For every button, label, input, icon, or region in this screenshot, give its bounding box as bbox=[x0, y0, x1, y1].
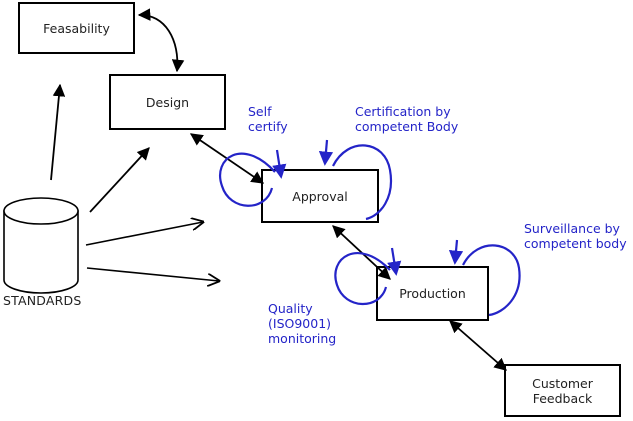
node-shape-approval[interactable] bbox=[261, 169, 379, 223]
node-shape-feasability[interactable] bbox=[18, 2, 135, 54]
annotation-quality-iso9001-monitoring: Quality (ISO9001) monitoring bbox=[268, 301, 337, 346]
connector-standards-to-design[interactable] bbox=[89, 147, 150, 213]
certification-arrowhead bbox=[318, 139, 334, 166]
connector-design-to-feasability[interactable] bbox=[137, 8, 185, 73]
node-shape-standards-cylinder[interactable] bbox=[3, 197, 79, 294]
connector-standards-to-feasability[interactable] bbox=[50, 83, 66, 181]
node-shape-production[interactable] bbox=[376, 266, 489, 321]
node-shape-design[interactable] bbox=[109, 74, 226, 130]
annotation-self-certify: Self certify bbox=[248, 104, 288, 134]
connector-standards-to-approval[interactable] bbox=[85, 222, 203, 246]
annotation-certification-by-competent-body: Certification by competent Body bbox=[355, 104, 459, 134]
surveillance-arrowhead bbox=[448, 239, 464, 265]
node-label-standards: STANDARDS bbox=[3, 293, 82, 308]
connector-production-customer[interactable] bbox=[449, 320, 507, 371]
connector-quality-loop[interactable] bbox=[334, 252, 391, 306]
node-shape-customer-feedback[interactable] bbox=[504, 364, 621, 417]
connector-surveillance-loop[interactable] bbox=[462, 244, 521, 317]
connector-certification-loop[interactable] bbox=[332, 144, 393, 221]
connector-standards-to-production[interactable] bbox=[86, 267, 219, 281]
connector-self-certify-loop[interactable] bbox=[219, 152, 276, 207]
annotation-surveillance-by-competent-body: Surveillance by competent body bbox=[524, 221, 627, 251]
quality-arrowhead bbox=[387, 247, 402, 276]
self-certify-arrowhead bbox=[272, 149, 287, 179]
